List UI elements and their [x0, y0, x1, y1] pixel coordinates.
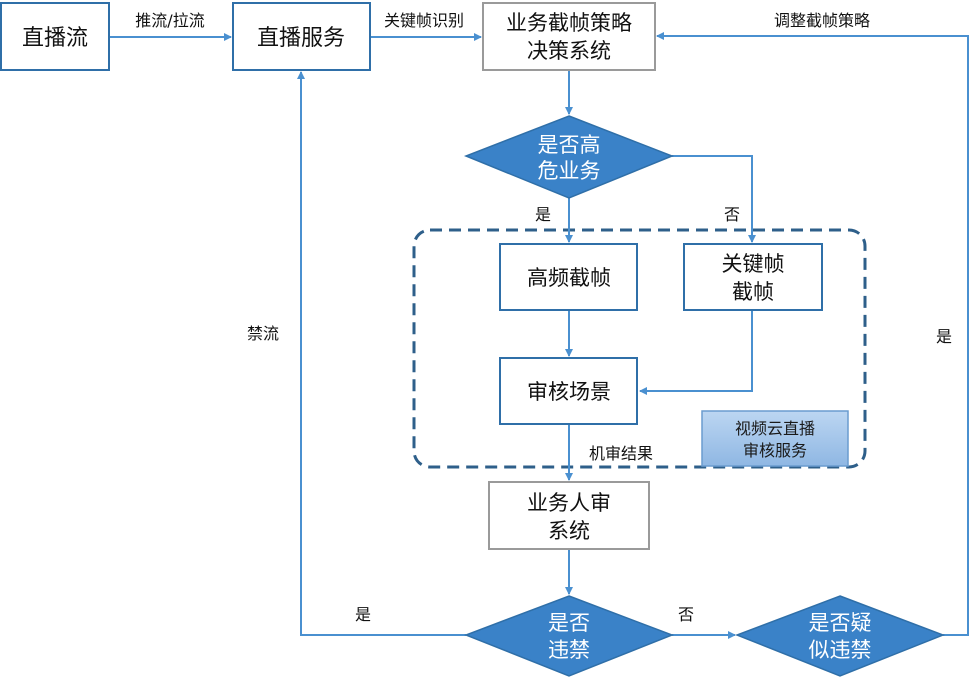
- node-cloud-review: 视频云直播 审核服务: [701, 410, 849, 467]
- node-cloud-review-line1: 视频云直播: [735, 419, 815, 438]
- node-keyframe-line2: 截帧: [732, 280, 774, 304]
- node-keyframe: 关键帧 截帧: [683, 243, 823, 311]
- node-live-stream: 直播流: [0, 2, 110, 71]
- node-review-scene: 审核场景: [499, 357, 638, 425]
- label-no-violation: 否: [678, 605, 694, 624]
- decision-high-risk-line2: 危业务: [538, 159, 601, 183]
- node-live-service-label: 直播服务: [257, 26, 345, 51]
- node-human-review: 业务人审 系统: [488, 481, 650, 550]
- label-yes-suspect: 是: [936, 327, 952, 346]
- edge-no-high-risk: [672, 155, 756, 243]
- decision-violation: 是否 违禁: [463, 595, 675, 677]
- node-strategy-system-line2: 决策系统: [527, 39, 611, 63]
- edges: [109, 32, 969, 639]
- node-strategy-system: 业务截帧策略 决策系统: [482, 2, 656, 71]
- node-human-review-line2: 系统: [548, 519, 590, 543]
- review-service-group: [412, 228, 867, 469]
- edge-ban: [297, 71, 466, 636]
- decision-suspect: 是否疑 似违禁: [734, 595, 946, 677]
- decision-suspect-line2: 似违禁: [809, 638, 872, 662]
- label-adjust-strategy: 调整截帧策略: [774, 11, 870, 30]
- decision-suspect-line1: 是否疑: [809, 611, 872, 635]
- node-cloud-review-line2: 审核服务: [743, 441, 807, 460]
- label-keyframe-detect: 关键帧识别: [384, 11, 464, 30]
- label-yes-violation: 是: [355, 605, 371, 624]
- decision-high-risk: 是否高 危业务: [463, 115, 675, 199]
- label-push-pull: 推流/拉流: [135, 11, 204, 30]
- label-yes-high-risk: 是: [535, 205, 551, 224]
- decision-violation-line2: 违禁: [548, 638, 590, 662]
- node-live-stream-label: 直播流: [22, 26, 88, 51]
- node-high-freq-label: 高频截帧: [527, 266, 611, 290]
- edge-keyframe-to-scene: [639, 310, 753, 395]
- edge-adjust-strategy: [656, 32, 969, 636]
- node-keyframe-line1: 关键帧: [722, 252, 785, 276]
- node-live-service: 直播服务: [232, 2, 371, 71]
- node-high-freq: 高频截帧: [499, 243, 638, 311]
- node-review-scene-label: 审核场景: [527, 380, 611, 404]
- node-human-review-line1: 业务人审: [527, 491, 611, 515]
- decision-violation-line1: 是否: [548, 611, 590, 635]
- node-strategy-system-line1: 业务截帧策略: [506, 11, 632, 35]
- label-no-high-risk: 否: [724, 205, 740, 224]
- label-machine-result: 机审结果: [589, 444, 653, 463]
- decision-high-risk-line1: 是否高: [538, 133, 601, 157]
- label-ban: 禁流: [247, 324, 279, 343]
